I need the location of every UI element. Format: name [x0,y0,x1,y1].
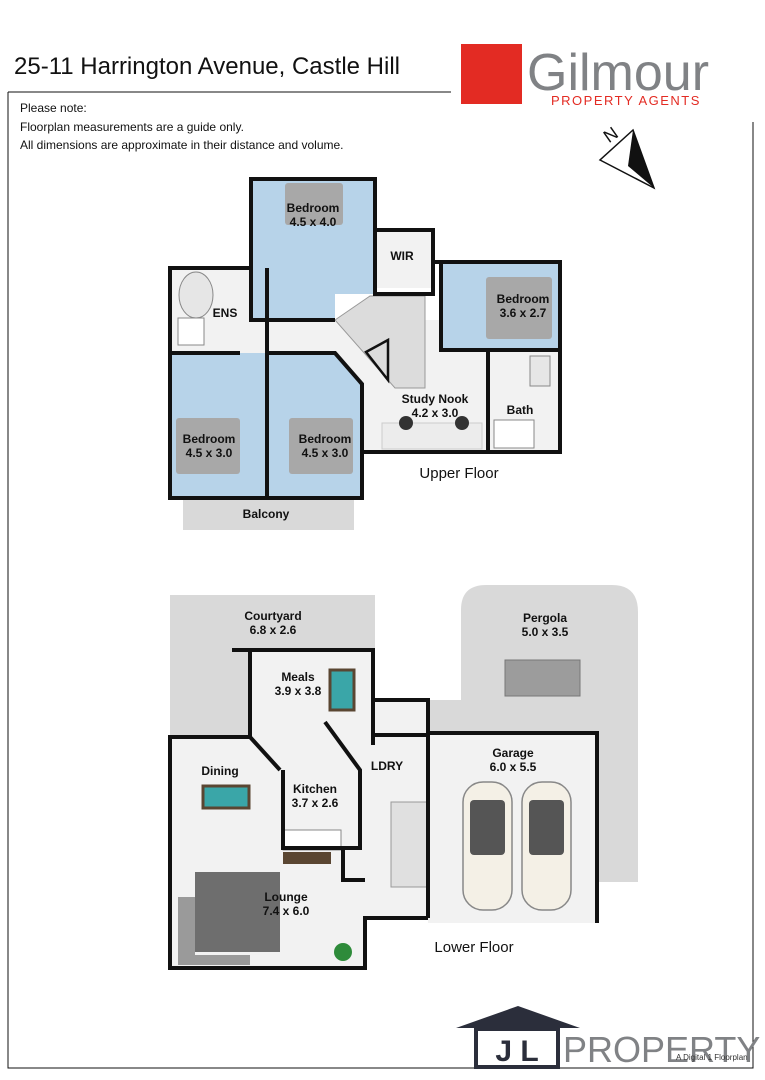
pergola-table-icon [504,659,581,697]
kitchen-label: Kitchen [293,782,337,796]
lounge-dim: 7.4 x 6.0 [263,904,310,918]
lower-stairs [390,801,429,888]
courtyard-area [170,595,375,737]
lounge-label: Lounge [264,890,308,904]
laundry-label: LDRY [371,759,403,773]
bedroom-2-dim: 3.6 x 2.7 [500,306,547,320]
ensuite-label: ENS [213,306,238,320]
balcony-label: Balcony [243,507,290,521]
garage-label: Garage [492,746,534,760]
bed-3-icon [176,418,240,474]
upper-floor: Bedroom 4.5 x 4.0 WIR ENS Bedroom 3.6 x … [168,177,562,530]
logo-letters: J L [495,1035,538,1068]
bed-4-icon [289,418,353,474]
lower-floor-label: Lower Floor [434,939,513,956]
study-nook-label: Study Nook [402,392,469,406]
note-heading: Please note: [20,101,87,115]
bedroom-main-floor [251,179,375,320]
study-chair-icon [399,416,413,430]
bedroom-4-dim: 4.5 x 3.0 [302,446,349,460]
lower-floor: Courtyard 6.8 x 2.6 Pergola 5.0 x 3.5 Me… [168,585,638,970]
logo-word: PROPERTY [563,1029,760,1070]
lounge-sofa-icon [178,897,250,965]
floorplan-credit: A Digital 1 Floorplan [676,1053,748,1062]
upper-walls [168,177,562,500]
bedroom-4-label: Bedroom [299,432,352,446]
lounge-rug [195,872,280,952]
note-line-2: All dimensions are approximate in their … [20,138,344,152]
car-icon [462,781,513,911]
kitchen-dim: 3.7 x 2.6 [292,796,339,810]
wir-label: WIR [390,249,414,263]
bed-2-icon [486,277,552,339]
meals-label: Meals [281,670,315,684]
ensuite-shower-icon [177,317,205,346]
courtyard-label: Courtyard [244,609,301,623]
upper-floor-label: Upper Floor [419,465,498,482]
lower-walls [168,648,599,970]
meals-dim: 3.9 x 3.8 [275,684,322,698]
note-line-1: Floorplan measurements are a guide only. [20,120,244,134]
bathtub-icon [178,271,214,319]
stair-arrow-icon [364,337,390,384]
address-title: 25-11 Harrington Avenue, Castle Hill [14,53,400,80]
kitchen-island-icon [283,852,331,864]
logo-box [474,1027,560,1069]
balcony-area [183,497,354,530]
study-nook-dim: 4.2 x 3.0 [412,406,459,420]
dining-table-icon [201,784,251,810]
plant-icon [334,943,352,961]
study-chair-icon [455,416,469,430]
logo-red-square [461,44,522,104]
bedroom-2-label: Bedroom [497,292,550,306]
meals-table-icon [328,668,356,712]
shower-icon [493,419,535,449]
courtyard-dim: 6.8 x 2.6 [250,623,297,637]
wir-floor [375,230,433,288]
gilmour-logo: Gilmour PROPERTY AGENTS [461,44,709,108]
logo-wordmark: Gilmour [527,44,709,102]
page-frame [7,92,754,1069]
bath-vanity-icon [529,355,551,387]
bedroom-3-dim: 4.5 x 3.0 [186,446,233,460]
roof-icon [456,1006,580,1028]
bedroom-main-dim: 4.5 x 4.0 [290,215,337,229]
bath-label: Bath [507,403,534,417]
main-bed-icon [285,183,343,225]
bedroom-main-label: Bedroom [287,201,340,215]
bedroom-3-label: Bedroom [183,432,236,446]
pergola-dim: 5.0 x 3.5 [522,625,569,639]
jl-property-logo: J L PROPERTY A Digital 1 Floorplan [456,1006,760,1070]
pergola-label: Pergola [523,611,567,625]
north-arrow-icon: N [598,123,656,190]
logo-tagline: PROPERTY AGENTS [551,93,701,108]
pergola-area [428,585,638,882]
dining-label: Dining [201,764,238,778]
car-icon [521,781,572,911]
garage-dim: 6.0 x 5.5 [490,760,537,774]
